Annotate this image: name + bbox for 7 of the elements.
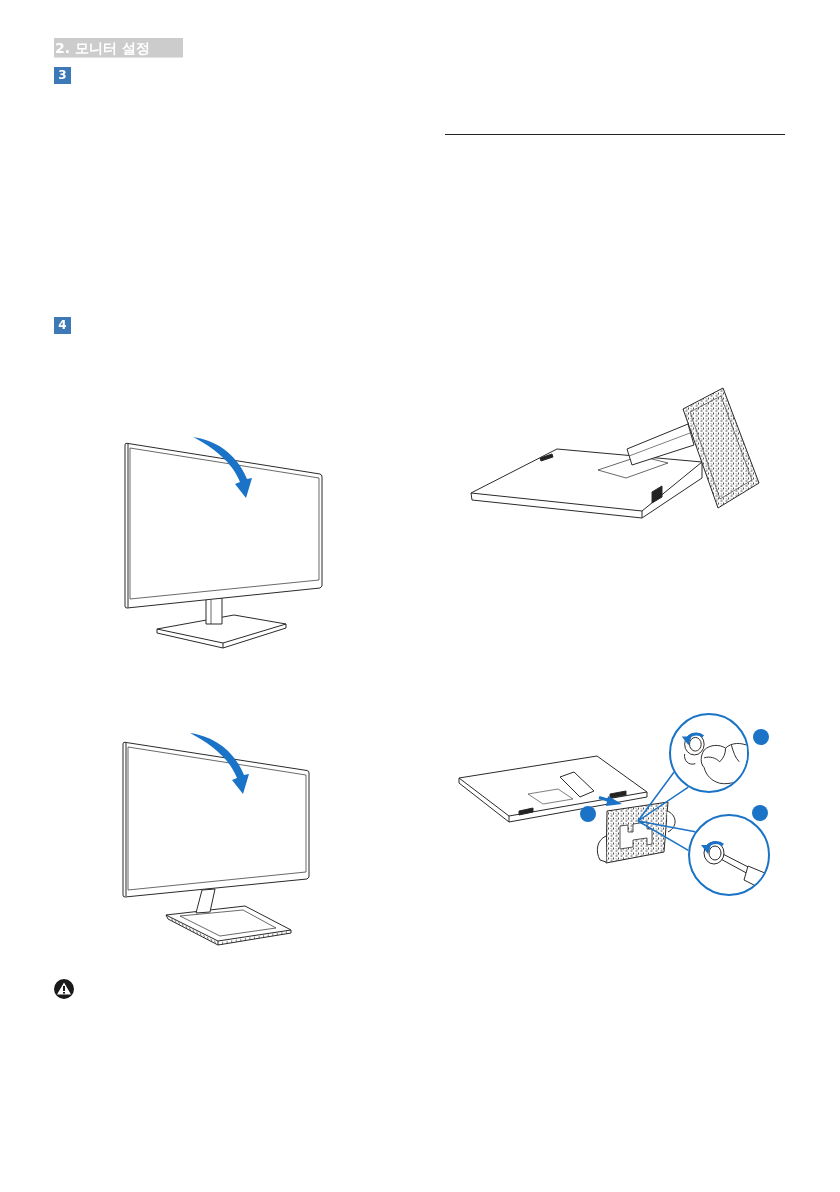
step-number-badge: 3 [54, 67, 71, 84]
step-dot-icon [752, 805, 768, 821]
step-dot-icon [753, 729, 769, 745]
step-dot-icon [580, 806, 596, 822]
leader-line [637, 771, 690, 822]
step-number-badge: 4 [54, 317, 71, 334]
leader-line [637, 820, 696, 852]
